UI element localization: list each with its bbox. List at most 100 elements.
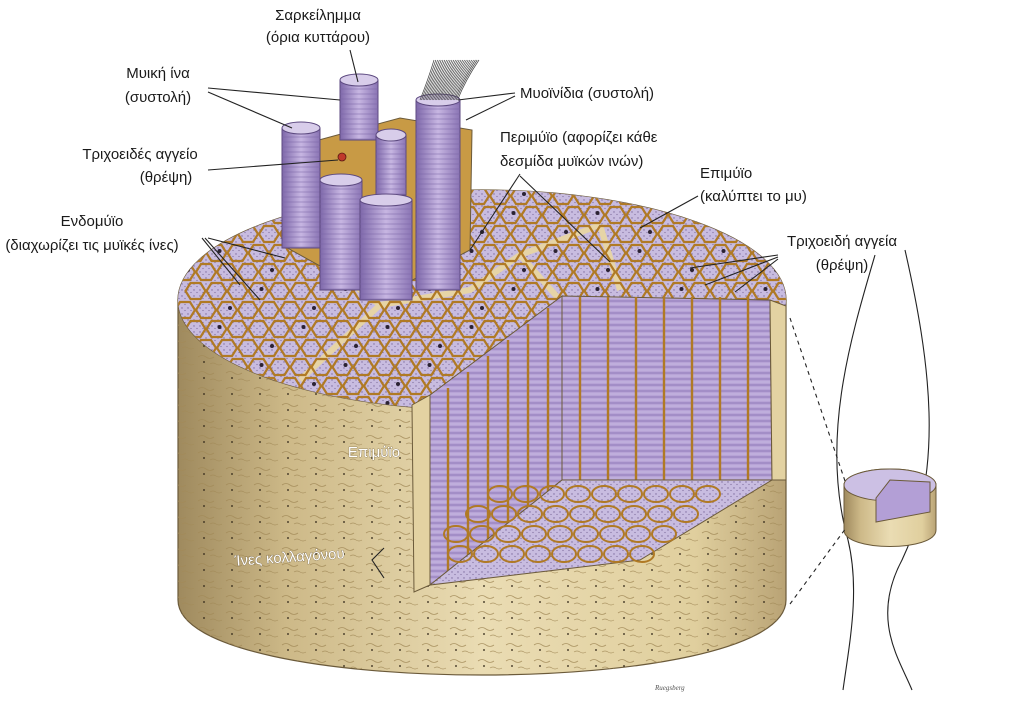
endomysium-cell	[228, 207, 248, 223]
nucleus	[806, 401, 810, 405]
muscle-fiber-column	[282, 122, 320, 248]
nucleus	[648, 230, 652, 234]
muscle-fiber-column	[376, 129, 406, 195]
label-capillaries-line2: (θρέψη)	[816, 257, 869, 274]
endomysium-cell	[795, 397, 815, 413]
artist-signature: Ruegsberg	[654, 684, 685, 692]
nucleus	[480, 306, 484, 310]
label-capillaries-line1: Τριχοειδή αγγεία	[787, 233, 897, 250]
nucleus	[270, 192, 274, 196]
label-muscle-fiber-line1: Μυική ίνα	[126, 65, 190, 82]
endomysium-cell	[259, 188, 279, 204]
nucleus	[218, 325, 222, 329]
endomysium-cell	[753, 207, 773, 223]
myofibril-strand	[441, 60, 459, 100]
endomysium-cell	[784, 378, 804, 394]
nucleus	[732, 230, 736, 234]
myofibril-strand	[446, 60, 465, 100]
nucleus	[260, 287, 264, 291]
muscle-fiber-column	[416, 94, 460, 290]
endomysium-cell	[658, 188, 678, 204]
nucleus	[680, 211, 684, 215]
label-epimysium-side: Επιμύϊο	[348, 444, 400, 461]
nucleus	[260, 363, 264, 367]
endomysium-cell	[795, 359, 815, 375]
cut-rim-right	[770, 300, 786, 480]
nucleus	[270, 268, 274, 272]
label-epimysium-line1: Επιμύϊο	[700, 165, 752, 182]
label-capillary-line2: (θρέψη)	[140, 169, 193, 186]
endomysium-cell	[249, 207, 269, 223]
muscle-fiber-column	[340, 74, 378, 140]
nucleus	[396, 306, 400, 310]
nucleus	[228, 230, 232, 234]
nucleus	[396, 382, 400, 386]
nucleus	[512, 287, 516, 291]
leg-outline	[790, 250, 936, 690]
nucleus	[606, 268, 610, 272]
nucleus	[764, 211, 768, 215]
label-muscle-fiber: Μυική ίνα (συστολή)	[125, 65, 340, 128]
nucleus	[344, 363, 348, 367]
nucleus	[638, 249, 642, 253]
nucleus	[386, 325, 390, 329]
nucleus	[554, 249, 558, 253]
nucleus	[186, 192, 190, 196]
muscle-fiber-column	[360, 194, 412, 300]
endomysium-cell	[784, 264, 804, 280]
endomysium-cell	[795, 207, 815, 223]
nucleus	[596, 211, 600, 215]
nucleus	[690, 268, 694, 272]
label-perimysium-line1: Περιμύϊο (αφορίζει κάθε	[500, 129, 658, 146]
capillary-vessel	[338, 153, 346, 161]
muscle-cylinder	[175, 188, 815, 675]
nucleus	[606, 192, 610, 196]
nucleus	[564, 230, 568, 234]
muscle-fiber-column	[320, 174, 362, 290]
cut-face-back	[562, 296, 772, 480]
endomysium-cell	[784, 302, 804, 318]
endomysium-cell	[637, 188, 657, 204]
nucleus	[354, 344, 358, 348]
nucleus	[522, 192, 526, 196]
label-endomysium-line2: (διαχωρίζει τις μυϊκές ίνες)	[5, 237, 178, 254]
label-perimysium-line2: δεσμίδα μυϊκών ινών)	[500, 153, 643, 170]
nucleus	[312, 306, 316, 310]
nucleus	[764, 287, 768, 291]
nucleus	[522, 268, 526, 272]
endomysium-cell	[679, 188, 699, 204]
endomysium-cell	[795, 283, 815, 299]
endomysium-cell	[238, 188, 258, 204]
endomysium-cell	[217, 188, 237, 204]
label-myofibrils-text: Μυοϊνίδια (συστολή)	[520, 85, 654, 102]
nucleus	[596, 287, 600, 291]
cut-rim-left	[412, 395, 430, 592]
nucleus	[722, 249, 726, 253]
nucleus	[806, 325, 810, 329]
endomysium-cell	[711, 207, 731, 223]
myofibril-strands	[420, 60, 479, 100]
label-capillary-line1: Τριχοειδές αγγείο	[82, 146, 197, 163]
endomysium-cell	[186, 207, 206, 223]
nucleus	[512, 211, 516, 215]
endomysium-cell	[763, 226, 783, 242]
nucleus	[302, 325, 306, 329]
endomysium-cell	[175, 188, 195, 204]
nucleus	[680, 287, 684, 291]
label-endomysium-line1: Ενδομύϊο	[61, 213, 124, 230]
endomysium-cell	[774, 207, 794, 223]
endomysium-cell	[732, 207, 752, 223]
nucleus	[428, 363, 432, 367]
label-sarcolemma-line1: Σαρκείλημμα	[275, 7, 361, 24]
endomysium-cell	[186, 245, 206, 261]
label-sarcolemma: Σαρκείλημμα (όρια κυττάρου)	[266, 7, 370, 82]
label-myofibrils: Μυοϊνίδια (συστολή)	[458, 85, 654, 120]
nucleus	[260, 211, 264, 215]
nucleus	[690, 192, 694, 196]
nucleus	[438, 344, 442, 348]
endomysium-cell	[795, 321, 815, 337]
endomysium-cell	[742, 226, 762, 242]
label-sarcolemma-line2: (όρια κυττάρου)	[266, 29, 370, 46]
nucleus	[270, 344, 274, 348]
label-epimysium-line2: (καλύπτει το μυ)	[700, 188, 807, 205]
